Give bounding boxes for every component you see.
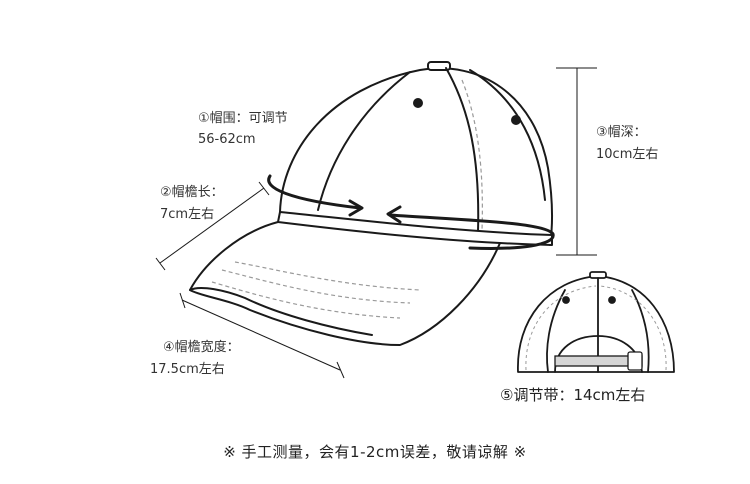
brim-width-title: ④帽檐宽度： (163, 340, 240, 355)
strap (554, 351, 643, 371)
strap-label: ⑤调节带：14cm左右 (500, 386, 646, 404)
back-eyelet-2 (608, 296, 616, 304)
circumference-title: ①帽围：可调节 (198, 111, 288, 126)
eyelet-2 (511, 115, 521, 125)
crown-outline (279, 67, 554, 246)
depth-title: ③帽深： (596, 125, 647, 140)
back-stitching (525, 285, 667, 371)
brim-length-value: 7cm左右 (160, 207, 215, 222)
crown-seam-back (469, 69, 546, 201)
depth-value: 10cm左右 (596, 147, 659, 162)
dimension-lines (155, 67, 597, 379)
footer-note: ※ 手工测量，会有1-2cm误差，敬请谅解 ※ (223, 443, 527, 461)
back-eyelet-1 (562, 296, 570, 304)
crown-seam-front (317, 71, 411, 211)
strap-buckle (627, 351, 643, 371)
circumference-value: 56-62cm (198, 132, 256, 147)
eyelet-1 (413, 98, 423, 108)
brim-length-title: ②帽檐长： (160, 185, 224, 200)
cap-side-view (189, 61, 554, 346)
brim-width-value: 17.5cm左右 (150, 362, 225, 377)
brim-outline (189, 221, 501, 346)
brim-edge (189, 287, 373, 336)
crown-seam-side (445, 67, 480, 233)
top-button (427, 61, 451, 71)
brim-band (277, 211, 553, 246)
circumference-arrows (267, 174, 555, 250)
cap-stitching (211, 79, 483, 319)
